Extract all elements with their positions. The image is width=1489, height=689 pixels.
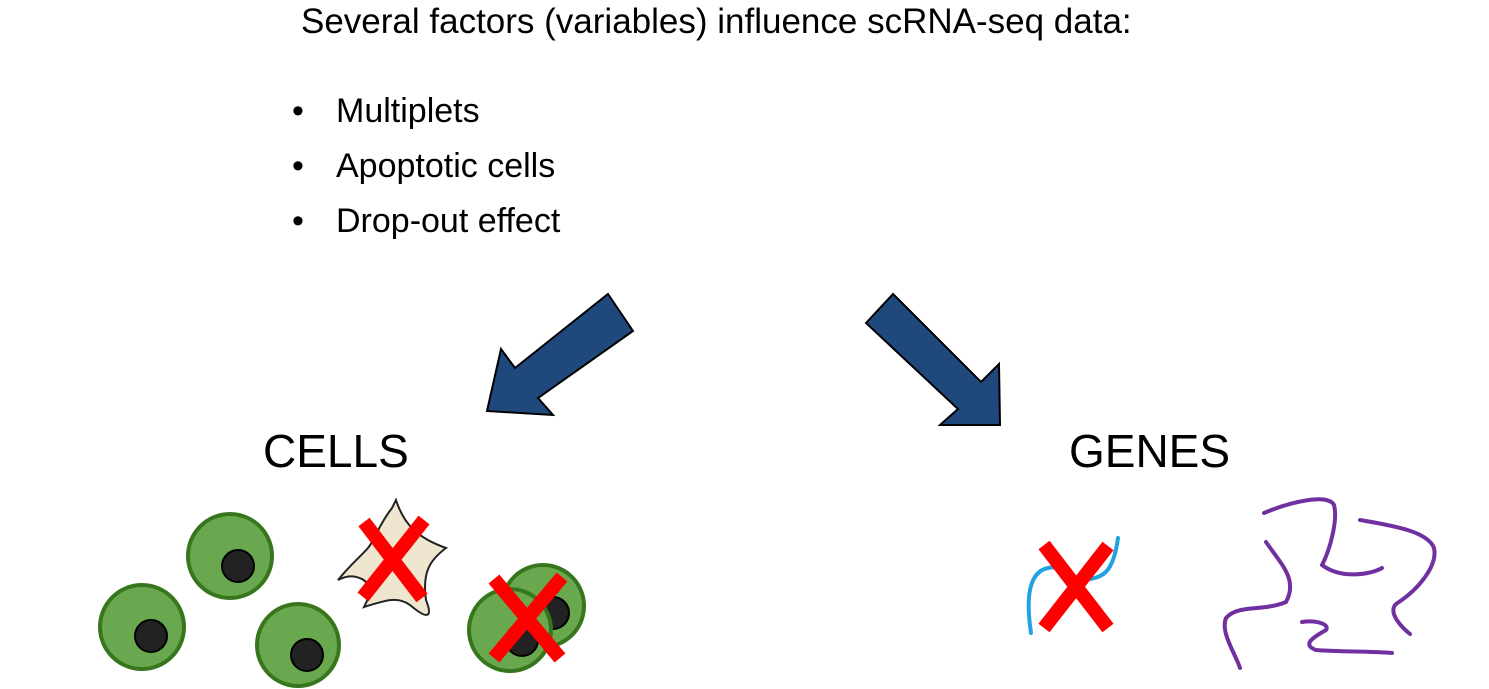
bullet-icon: • xyxy=(292,92,304,130)
factor-item-apoptotic-cells: • Apoptotic cells xyxy=(292,142,560,197)
factor-item-drop-out-effect: • Drop-out effect xyxy=(292,197,560,252)
factor-label: Apoptotic cells xyxy=(336,147,556,185)
bullet-icon: • xyxy=(292,202,304,240)
cell-icon xyxy=(255,602,341,688)
cross-icon xyxy=(357,515,430,603)
factor-label: Drop-out effect xyxy=(336,202,561,240)
cell-icon xyxy=(98,583,186,671)
cells-label: CELLS xyxy=(263,425,409,477)
cross-icon xyxy=(1038,540,1114,633)
arrow-to-genes-icon xyxy=(864,292,1002,426)
genes-label: GENES xyxy=(1069,425,1231,477)
arrow-to-cells-icon xyxy=(485,292,635,417)
slide-title: Several factors (variables) influence sc… xyxy=(301,2,1132,41)
cross-icon xyxy=(488,572,568,663)
factor-item-multiplets: • Multiplets xyxy=(292,87,560,142)
bullet-icon: • xyxy=(292,147,304,185)
factor-list: • Multiplets • Apoptotic cells • Drop-ou… xyxy=(292,87,560,252)
factor-label: Multiplets xyxy=(336,92,480,130)
cell-icon xyxy=(186,512,274,600)
gene-icon xyxy=(1222,497,1437,670)
